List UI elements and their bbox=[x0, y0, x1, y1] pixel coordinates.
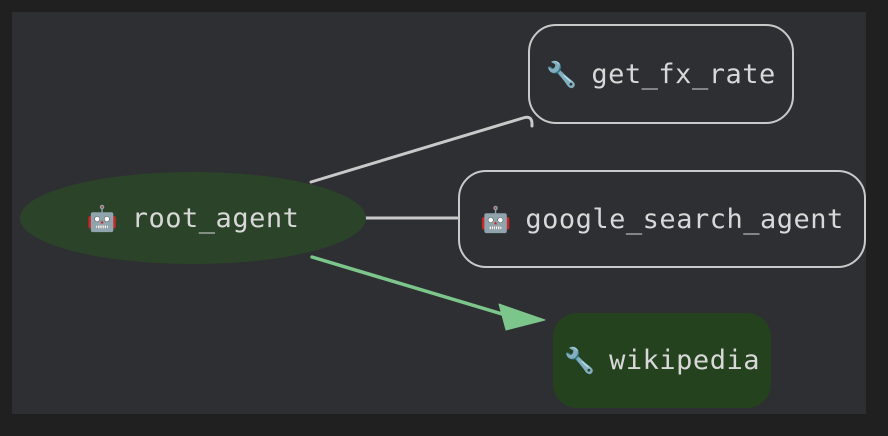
node-wikipedia[interactable]: 🔧 wikipedia bbox=[553, 313, 771, 408]
robot-icon: 🤖 bbox=[86, 203, 118, 233]
node-root-agent-label: root_agent bbox=[131, 202, 300, 234]
node-wikipedia-content: 🔧 wikipedia bbox=[553, 345, 771, 376]
robot-icon: 🤖 bbox=[480, 204, 512, 234]
node-root-agent-content: 🤖 root_agent bbox=[20, 203, 366, 234]
node-google-search-agent-label: google_search_agent bbox=[525, 203, 844, 235]
node-root-agent[interactable]: 🤖 root_agent bbox=[20, 172, 366, 264]
node-get-fx-rate-label: get_fx_rate bbox=[591, 58, 776, 90]
node-wikipedia-label: wikipedia bbox=[609, 345, 760, 376]
node-get-fx-rate[interactable]: 🔧 get_fx_rate bbox=[528, 24, 794, 124]
node-google-search-agent[interactable]: 🤖 google_search_agent bbox=[458, 170, 866, 268]
node-google-search-agent-content: 🤖 google_search_agent bbox=[460, 204, 864, 235]
node-get-fx-rate-content: 🔧 get_fx_rate bbox=[530, 59, 792, 90]
wrench-icon: 🔧 bbox=[546, 59, 578, 89]
wrench-icon: 🔧 bbox=[564, 346, 596, 375]
